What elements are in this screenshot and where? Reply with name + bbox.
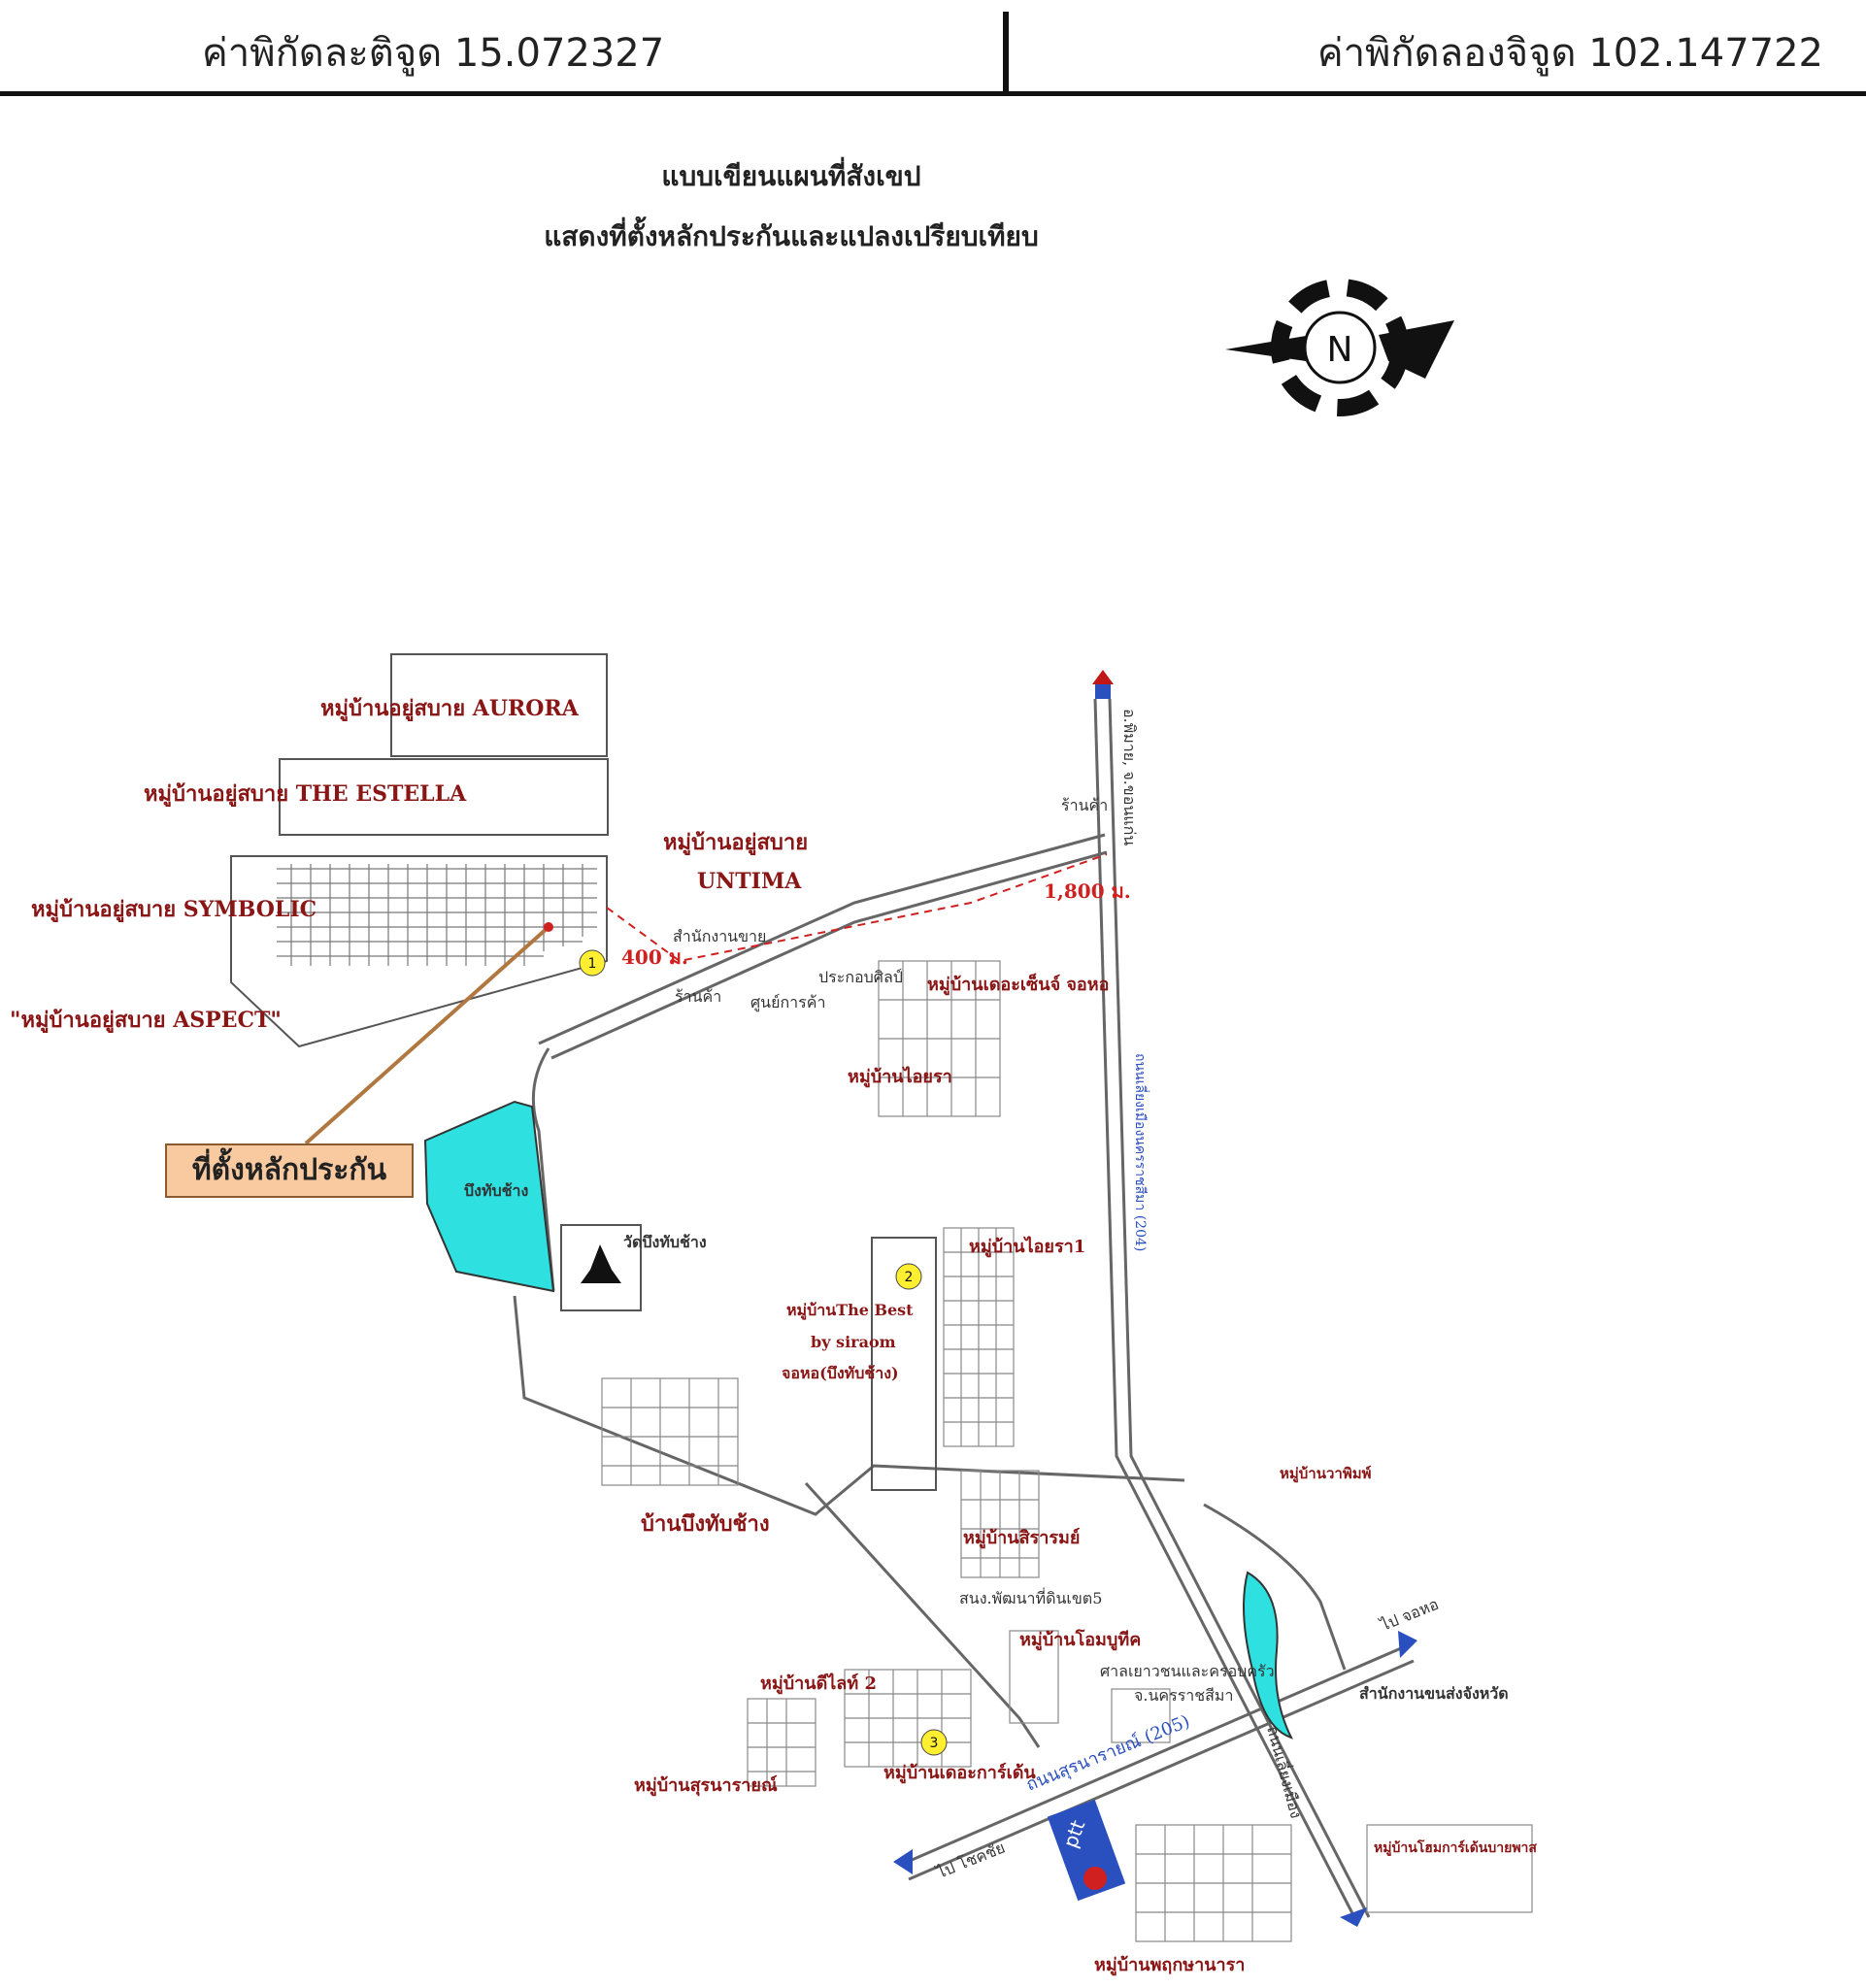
north-arrow-icon: N: [1225, 279, 1454, 416]
header-divider: [1003, 12, 1009, 93]
estella-plot: [279, 758, 609, 836]
label-siram: หมู่บ้านสิรารมย์: [963, 1527, 1080, 1549]
label-ohm: หมู่บ้านโอมบูทีค: [1019, 1629, 1141, 1651]
highway-205: [902, 1643, 1409, 1866]
label-aira: หมู่บ้านไอยรา: [848, 1066, 952, 1088]
label-shop1: ร้านค้า: [1061, 796, 1108, 814]
label-agri: สนง.พัฒนาที่ดินเขต5: [959, 1587, 1102, 1607]
header-bar: ค่าพิกัดละติจูด 15.072327 ค่าพิกัดลองจิจ…: [0, 0, 1866, 96]
lake-bueng-thab-chang: [423, 1100, 555, 1293]
label-market: ศูนย์การค้า: [750, 993, 825, 1012]
label-court2: จ.นครราชสีมา: [1134, 1686, 1233, 1705]
label-ban-bueng: บ้านบึงทับช้าง: [641, 1511, 770, 1537]
road-east-loop: [1203, 1503, 1347, 1671]
label-lake: บึงทับช้าง: [464, 1181, 528, 1200]
label-the-ville: หมู่บ้านเดอะเซ็นจ์ จอหอ: [927, 973, 1109, 996]
label-rd-south: ถนนเลี่ยงเมือง: [1263, 1724, 1308, 1821]
svg-text:3: 3: [930, 1736, 939, 1751]
north-direction-arrow: [1095, 681, 1111, 699]
symbolic-plot: [230, 855, 608, 1048]
temple-icon: [581, 1244, 621, 1283]
road-north-east: [538, 833, 1106, 1045]
label-aurora: หมู่บ้านอยู่สบาย AURORA: [320, 696, 580, 722]
svg-text:1: 1: [588, 956, 597, 972]
label-aira1: หมู่บ้านไอยรา1: [969, 1236, 1085, 1258]
marker-3: 3: [920, 1729, 948, 1756]
label-best1: หมู่บ้านThe Best: [786, 1301, 914, 1321]
callout-leader: [304, 925, 550, 1145]
label-sat: หมู่บ้านโฮมการ์เด้นบายพาส: [1374, 1839, 1537, 1856]
map-subtitle: แสดงที่ตั้งหลักประกันและแปลงเปรียบเทียบ: [544, 220, 1039, 252]
symbolic-grid: [277, 864, 597, 966]
arrow-south: [1340, 1907, 1367, 1927]
road-middle: [513, 1295, 1185, 1516]
label-dist400: 400 ม.: [621, 945, 688, 969]
label-untima2: UNTIMA: [697, 869, 802, 894]
arrow-to-chokchai: [1398, 1631, 1417, 1658]
label-rd-205: ถนนสุรนารายณ์ (205): [1023, 1711, 1192, 1796]
label-to-chokchai: ไป จอหอ: [1377, 1595, 1442, 1636]
longitude-text: ค่าพิกัดลองจิจูด 102.147722: [1316, 31, 1823, 76]
label-pruksa: หมู่บ้านพฤกษานารา: [1094, 1955, 1245, 1976]
label-rd-north: อ.พิมาย, จ.ขอนแก่น: [1120, 709, 1139, 845]
label-office: สำนักงานขาย: [673, 927, 766, 945]
arrow-to-khonburi: [893, 1849, 913, 1874]
svg-text:2: 2: [905, 1270, 914, 1285]
village-grids: [601, 960, 1533, 1942]
highway-204-2: [1108, 698, 1371, 1918]
label-symbolic: หมู่บ้านอยู่สบาย SYMBOLIC: [31, 897, 317, 923]
highway-205-2: [908, 1659, 1415, 1881]
aurora-plot: [390, 653, 608, 757]
road-north-east-2: [550, 850, 1108, 1060]
marker-1: 1: [579, 949, 606, 977]
road-southwest: [804, 1481, 1041, 1748]
road-lake-west: [531, 1047, 555, 1292]
pond-east: [1243, 1571, 1293, 1740]
label-best2: by siraom: [811, 1333, 896, 1351]
map-title: แบบเขียนแผนที่สังเขป: [661, 160, 921, 192]
collateral-location-callout: ที่ตั้งหลักประกัน: [165, 1143, 414, 1198]
label-best3: จอหอ(บึงทับช้าง): [782, 1364, 899, 1382]
best-plot: [871, 1237, 937, 1491]
collateral-point: [544, 922, 553, 932]
header-rule: [0, 91, 1866, 96]
label-sunara: หมู่บ้านสุรนารายณ์: [634, 1774, 778, 1797]
marker-2: 2: [895, 1263, 922, 1290]
label-temple: วัดบึงทับช้าง: [623, 1233, 707, 1251]
label-vaipin: หมู่บ้านวาพิมพ์: [1280, 1465, 1372, 1483]
distance-path: [606, 853, 1108, 963]
label-sanam: หมู่บ้านดีไลท์ 2: [760, 1673, 877, 1695]
temple-plot: [560, 1224, 642, 1311]
label-untima: หมู่บ้านอยู่สบาย: [663, 830, 808, 856]
ptt-station-icon: ptt: [1047, 1799, 1126, 1902]
label-estella: หมู่บ้านอยู่สบาย THE ESTELLA: [144, 781, 467, 808]
label-court: ศาลเยาวชนและครอบครัว: [1100, 1662, 1275, 1680]
label-rd-204: ถนนเลี่ยงเมืองนครราชสีมา (204): [1132, 1053, 1150, 1251]
label-shop2: ร้านค้า: [675, 987, 721, 1006]
label-transport: สำนักงานขนส่งจังหวัด: [1359, 1684, 1509, 1703]
label-dist1800: 1,800 ม.: [1044, 879, 1131, 903]
label-aspect: "หมู่บ้านอยู่สบาย ASPECT": [10, 1008, 282, 1034]
label-garden: หมู่บ้านเดอะการ์เด้น: [883, 1762, 1036, 1784]
highway-204: [1093, 698, 1356, 1918]
label-saleoffice: ประกอบศิลป์: [818, 968, 903, 986]
north-letter: N: [1327, 330, 1353, 370]
latitude-text: ค่าพิกัดละติจูด 15.072327: [202, 31, 665, 76]
